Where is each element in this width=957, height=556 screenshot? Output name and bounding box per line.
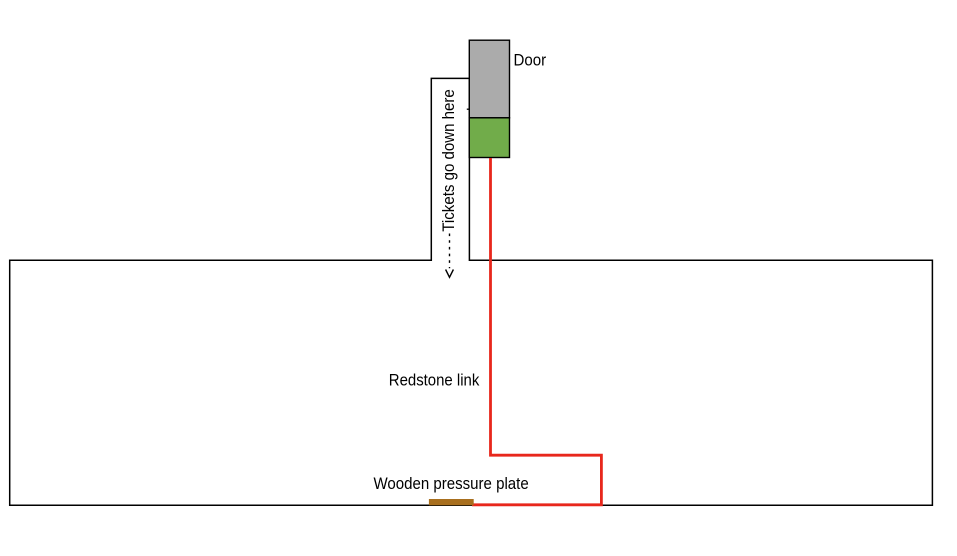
svg-text:Tickets go down here: Tickets go down here bbox=[440, 89, 458, 232]
svg-text:Wooden pressure plate: Wooden pressure plate bbox=[374, 475, 529, 493]
svg-text:Redstone link: Redstone link bbox=[389, 372, 480, 390]
svg-text:Door: Door bbox=[514, 52, 547, 70]
